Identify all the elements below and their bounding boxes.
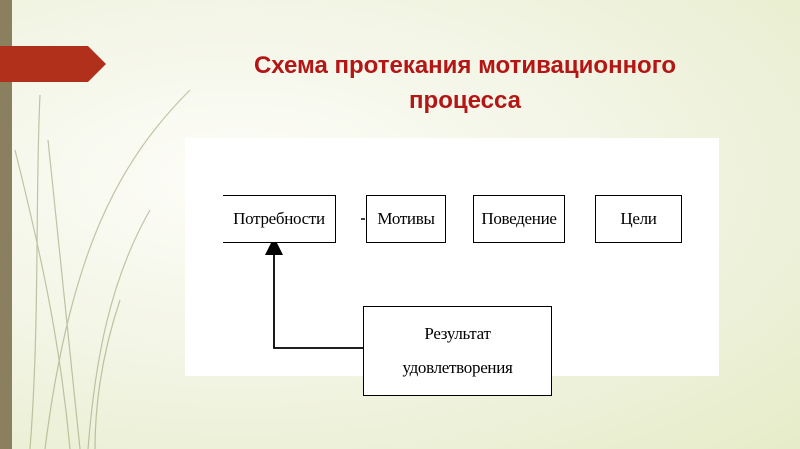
result-box: Результат удовлетворения <box>363 306 552 396</box>
diagram-connectors <box>265 218 365 349</box>
title-arrow-banner <box>0 46 106 82</box>
goals-label: Цели <box>620 209 657 228</box>
result-label-line-2: удовлетворения <box>402 358 513 377</box>
left-accent-bar <box>0 0 12 449</box>
goals-box: Цели <box>595 195 682 243</box>
needs-label: Потребности <box>233 209 325 228</box>
decorative-grass-strokes <box>14 89 191 449</box>
behavior-box: Поведение <box>473 195 565 243</box>
behavior-label: Поведение <box>481 209 557 228</box>
result-label-line-1: Результат <box>424 324 491 343</box>
motives-label: Мотивы <box>377 209 435 228</box>
slide-title: Схема протекания мотивационного процесса <box>150 48 780 118</box>
motives-box: Мотивы <box>366 195 446 243</box>
slide-title-line-2: процесса <box>409 87 521 114</box>
diagram-panel: Потребности Мотивы Поведение Цели Резуль… <box>185 138 719 396</box>
feedback-arrow <box>265 237 363 349</box>
needs-box: Потребности <box>223 195 336 243</box>
slide-title-line-1: Схема протекания мотивационного <box>253 52 677 79</box>
